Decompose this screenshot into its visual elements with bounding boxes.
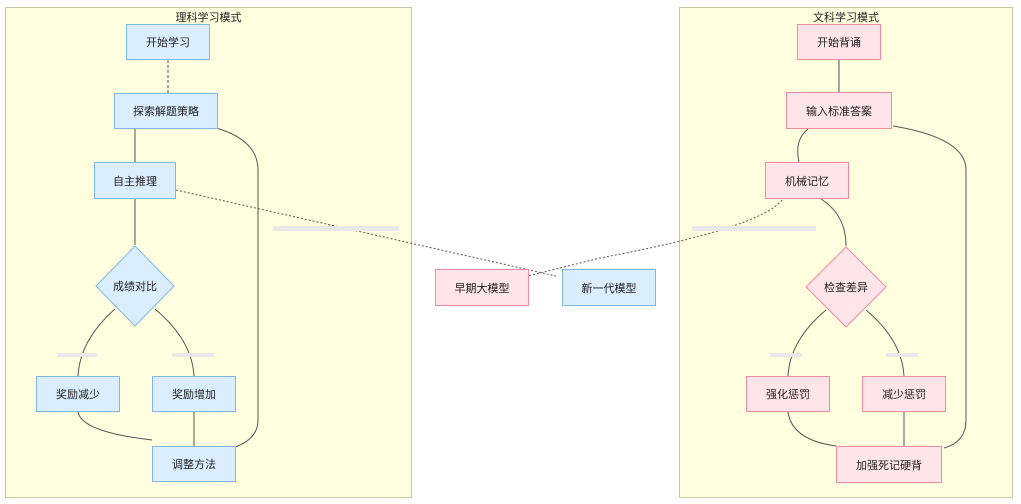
rote-cramming-node[interactable]: 加强死记硬背: [836, 446, 942, 483]
start-recite-node[interactable]: 开始背诵: [797, 24, 881, 60]
new-model-node[interactable]: 新一代模型: [562, 269, 656, 306]
strengthen-punishment-node[interactable]: 强化惩罚: [746, 376, 830, 412]
check-difference-diamond[interactable]: [805, 246, 887, 328]
edge-label-smudge: [770, 353, 802, 357]
arts-mode-panel: 文科学习模式: [679, 7, 1013, 498]
input-answer-node[interactable]: 输入标准答案: [786, 92, 892, 129]
adjust-method-node[interactable]: 调整方法: [152, 446, 236, 482]
reward-decrease-node[interactable]: 奖励减少: [36, 376, 120, 412]
compare-scores-diamond[interactable]: [95, 245, 175, 327]
check-difference-label: 检查差异: [824, 281, 868, 294]
science-mode-title: 理科学习模式: [175, 11, 242, 24]
edge-label-smudge: [172, 353, 214, 357]
explore-strategy-node[interactable]: 探索解题策略: [114, 93, 218, 129]
reward-increase-node[interactable]: 奖励增加: [152, 376, 236, 412]
edge-label-smudge: [57, 353, 97, 357]
self-reasoning-node[interactable]: 自主推理: [94, 162, 176, 199]
science-mode-panel: 理科学习模式: [5, 7, 412, 498]
edge-label-smudge: [692, 226, 816, 231]
arts-mode-title: 文科学习模式: [813, 11, 879, 24]
reduce-punishment-node[interactable]: 减少惩罚: [862, 376, 946, 412]
early-model-node[interactable]: 早期大模型: [435, 269, 529, 306]
compare-scores-label: 成绩对比: [113, 280, 157, 293]
edge-label-smudge: [273, 226, 399, 231]
edge-label-smudge: [886, 353, 918, 357]
start-study-node[interactable]: 开始学习: [126, 24, 210, 60]
rote-memory-node[interactable]: 机械记忆: [765, 162, 849, 199]
